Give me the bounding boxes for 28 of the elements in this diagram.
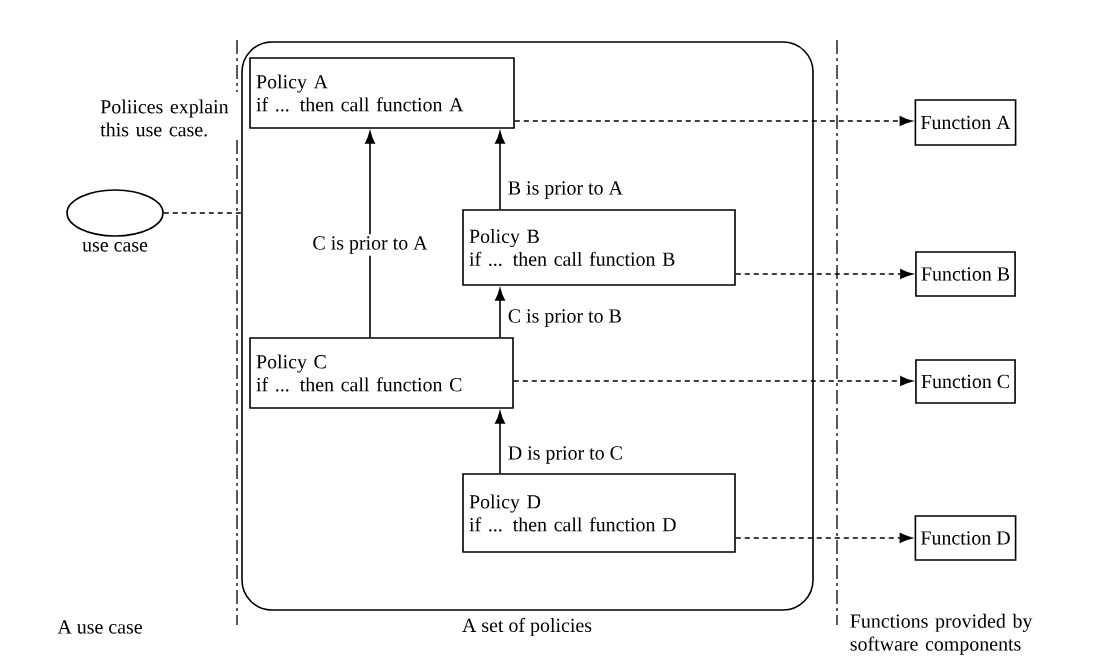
arrow — [365, 131, 375, 338]
policy-box: Policy B if ... then call function B — [462, 209, 736, 286]
policy-box: Policy C if ... then call function C — [249, 337, 514, 409]
dashed-arrow — [514, 116, 913, 126]
edge-label: Poliices explain this use case. — [98, 97, 238, 139]
edge-label: C is prior to A — [310, 234, 430, 256]
edge-label: D is prior to C — [505, 444, 625, 466]
arrow — [495, 131, 505, 210]
node-caption: use case — [82, 242, 148, 252]
dashed-arrow — [735, 533, 913, 543]
function-box: Function B — [915, 251, 1016, 297]
column-caption: Functions provided by software components — [850, 613, 1033, 655]
policy-box: Policy A if ... then call function A — [249, 57, 515, 129]
dashed-arrow — [513, 376, 913, 386]
arrow — [495, 411, 505, 474]
policy-box: Policy D if ... then call function D — [462, 473, 736, 553]
arrow — [495, 288, 505, 338]
function-box: Function A — [914, 99, 1017, 146]
policy-set-box — [241, 41, 814, 611]
column-caption: A use case — [57, 620, 142, 634]
dashed-arrow — [735, 269, 913, 279]
function-box: Function D — [914, 515, 1017, 561]
edge-label: C is prior to B — [505, 307, 624, 329]
column-caption: A set of policies — [462, 617, 592, 637]
function-box: Function C — [915, 359, 1016, 404]
use-case-ellipse — [66, 189, 164, 237]
dashed-line — [163, 212, 242, 214]
edge-label: B is prior to A — [505, 179, 625, 201]
